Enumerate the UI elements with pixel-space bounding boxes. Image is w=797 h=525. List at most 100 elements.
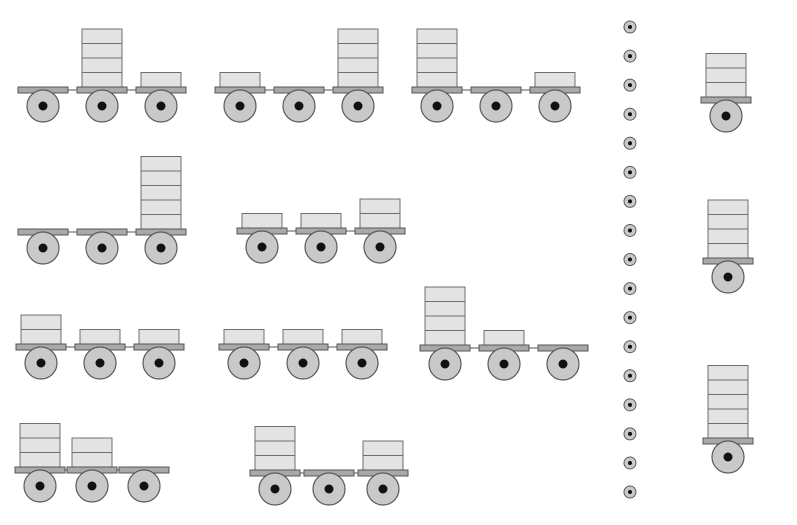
cargo-block xyxy=(254,455,296,471)
cargo-block xyxy=(707,228,749,244)
cart-train-r4c2 xyxy=(249,426,409,506)
cart xyxy=(118,466,170,503)
cargo-block xyxy=(707,199,749,215)
wheel-hub xyxy=(95,358,105,368)
divider-dot-center xyxy=(628,315,632,320)
divider-dot-center xyxy=(628,460,632,465)
cart xyxy=(14,423,66,503)
divider-dot-center xyxy=(628,112,632,117)
cart xyxy=(17,86,69,123)
wheel-hub xyxy=(378,484,388,494)
divider-dot-center xyxy=(628,286,632,291)
cart xyxy=(76,28,128,123)
cargo-block xyxy=(140,199,182,215)
cargo-block xyxy=(337,28,379,44)
cart-train-r4c1 xyxy=(14,423,170,503)
cargo-block xyxy=(362,455,404,471)
cart xyxy=(470,86,522,123)
cargo-block xyxy=(81,28,123,44)
divider-dot-center xyxy=(628,228,632,233)
cargo-block xyxy=(707,379,749,395)
cargo-block xyxy=(359,198,401,214)
cargo-block xyxy=(254,426,296,442)
wheel-hub xyxy=(235,101,245,111)
cart xyxy=(249,426,301,506)
cart xyxy=(357,440,409,506)
divider-dot-center xyxy=(628,25,632,29)
cart xyxy=(478,330,530,381)
wheel-hub xyxy=(154,358,164,368)
cargo-block xyxy=(140,214,182,230)
cargo-block xyxy=(81,57,123,73)
cargo-block xyxy=(362,440,404,456)
wheel-hub xyxy=(97,243,107,253)
cart xyxy=(17,228,69,265)
wheel-hub xyxy=(375,242,385,252)
cargo-block xyxy=(424,330,466,346)
cart xyxy=(529,72,581,123)
cart xyxy=(66,437,118,503)
cart-train-r1c3 xyxy=(411,28,581,123)
cart xyxy=(295,213,347,264)
cart xyxy=(303,469,355,506)
cargo-block xyxy=(337,43,379,59)
wheel-hub xyxy=(35,481,45,491)
cargo-block xyxy=(241,213,283,229)
cargo-block xyxy=(79,329,121,345)
cargo-block xyxy=(19,452,61,468)
cart-train-r1c1 xyxy=(17,28,187,123)
wheel-hub xyxy=(432,101,442,111)
wheel-hub xyxy=(36,358,46,368)
cargo-block xyxy=(707,408,749,424)
divider-dot-center xyxy=(628,344,632,349)
cargo-block xyxy=(707,423,749,439)
wheel-hub xyxy=(38,101,48,111)
cargo-block xyxy=(416,57,458,73)
wheel-hub xyxy=(357,358,367,368)
cargo-block xyxy=(424,286,466,302)
cart xyxy=(537,344,589,381)
wheel-hub xyxy=(156,243,166,253)
cargo-block xyxy=(337,57,379,73)
divider-dot-center xyxy=(628,141,632,146)
cargo-block xyxy=(707,243,749,259)
cargo-block xyxy=(19,437,61,453)
divider-dot-center xyxy=(628,83,632,88)
cargo-block xyxy=(81,72,123,88)
cargo-block xyxy=(140,72,182,88)
cargo-block xyxy=(424,301,466,317)
wheel-hub xyxy=(38,243,48,253)
cart xyxy=(74,329,126,380)
cargo-block xyxy=(140,170,182,186)
wheel-hub xyxy=(499,359,509,369)
cargo-block xyxy=(416,72,458,88)
wheel-hub xyxy=(440,359,450,369)
cargo-block xyxy=(20,314,62,330)
cart-train-r3c3 xyxy=(419,286,589,381)
wheel-hub xyxy=(294,101,304,111)
wheel-hub xyxy=(156,101,166,111)
wheel-hub xyxy=(491,101,501,111)
cart xyxy=(354,198,406,264)
cart-train-r2c1 xyxy=(17,156,187,265)
cargo-block xyxy=(138,329,180,345)
divider-dot-center xyxy=(628,257,632,262)
cargo-block xyxy=(707,394,749,410)
cargo-block xyxy=(19,423,61,439)
cart xyxy=(218,329,270,380)
cargo-block xyxy=(219,72,261,88)
wheel-hub xyxy=(298,358,308,368)
divider-dot-center xyxy=(628,373,632,378)
cargo-block xyxy=(705,67,747,83)
cart-train-r1c2 xyxy=(214,28,384,123)
cargo-block xyxy=(254,440,296,456)
cart xyxy=(236,213,288,264)
wheel-hub xyxy=(139,481,149,491)
wheel-hub xyxy=(239,358,249,368)
cart xyxy=(336,329,388,380)
cart xyxy=(214,72,266,123)
cargo-block xyxy=(20,329,62,345)
divider-dot-center xyxy=(628,170,632,175)
